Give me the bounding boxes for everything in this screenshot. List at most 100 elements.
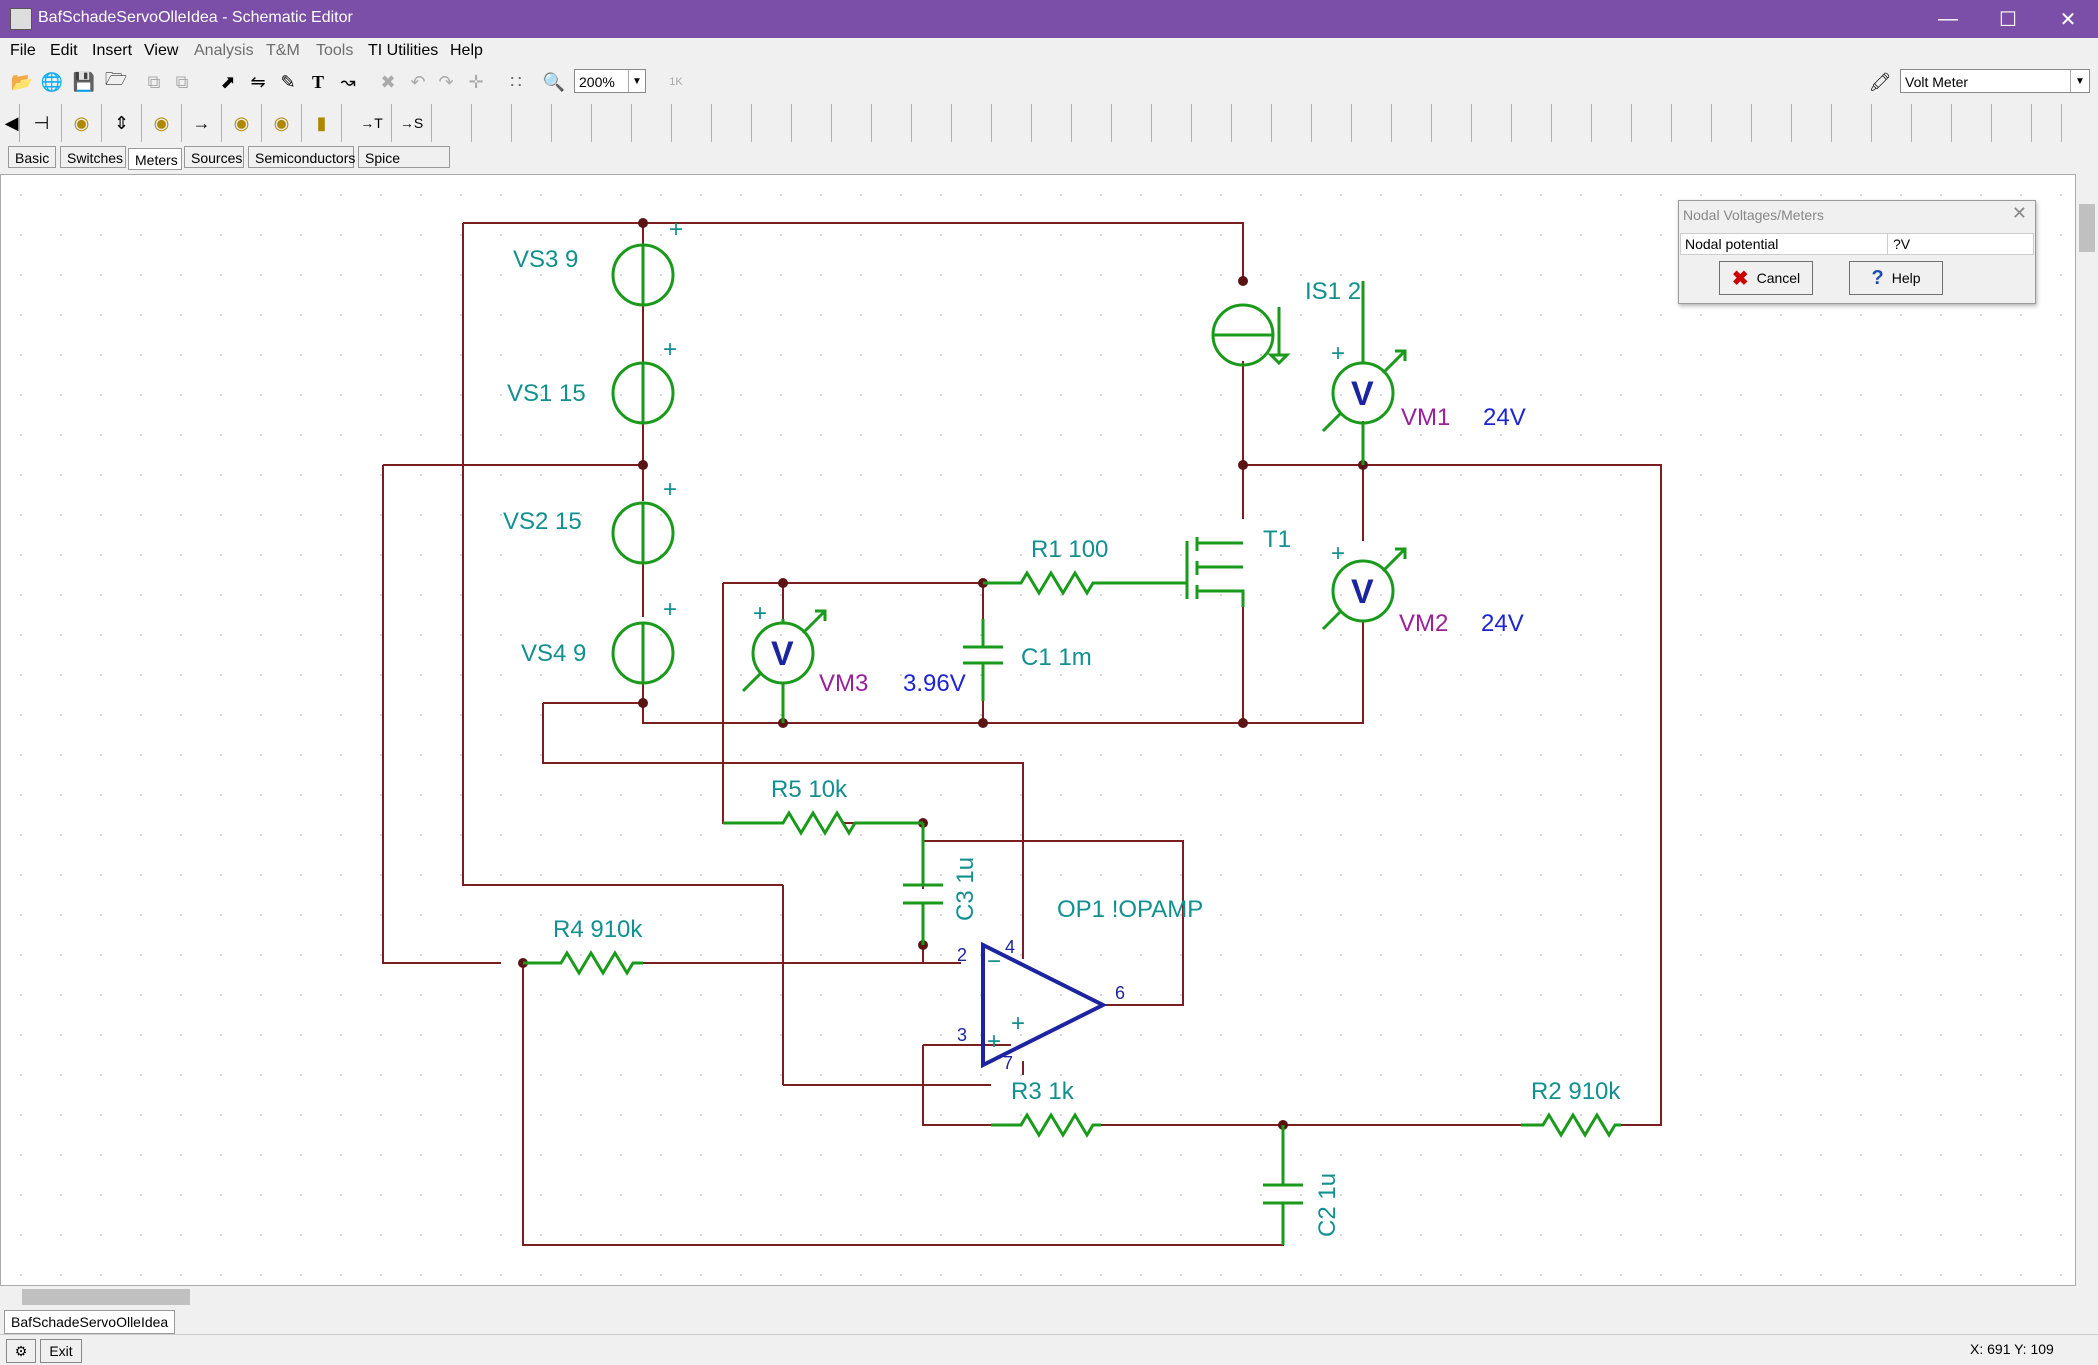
switch-icon[interactable]: ⇕ [102, 104, 142, 142]
meter-place-icon[interactable]: 🖍 [1868, 71, 1892, 92]
palette-empty-slot[interactable] [912, 104, 952, 142]
tab-semiconductors[interactable]: Semiconductors [248, 146, 355, 168]
menu-ti-utilities[interactable]: TI Utilities [368, 42, 439, 59]
palette-empty-slot[interactable] [1712, 104, 1752, 142]
palette-empty-slot[interactable] [1832, 104, 1872, 142]
wattmeter-icon[interactable]: ◉ [222, 104, 262, 142]
palette-empty-slot[interactable] [1112, 104, 1152, 142]
palette-empty-slot[interactable] [872, 104, 912, 142]
palette-empty-slot[interactable] [1632, 104, 1672, 142]
palette-empty-slot[interactable] [632, 104, 672, 142]
vertical-scrollbar[interactable] [2076, 174, 2098, 1286]
tab-switches[interactable]: Switches [60, 146, 126, 168]
copy-icon[interactable]: ⧉ [147, 71, 161, 92]
text-tool-icon[interactable]: T [311, 71, 324, 92]
close-icon[interactable]: ✕ [2011, 203, 2027, 223]
paste-icon[interactable]: ⧉ [175, 71, 189, 92]
menu-view[interactable]: View [144, 42, 179, 59]
ground-icon[interactable]: ⊣ [22, 104, 62, 142]
voltage-arrow-icon[interactable]: → [182, 104, 222, 142]
palette-empty-slot[interactable] [1152, 104, 1192, 142]
menu-insert[interactable]: Insert [92, 42, 133, 59]
nodal-potential-value[interactable]: ?V [1893, 236, 1911, 252]
exit-button[interactable]: Exit [40, 1339, 82, 1363]
web-icon[interactable]: 🌐 [40, 71, 64, 92]
menu-edit[interactable]: Edit [50, 42, 78, 59]
palette-scroll-left-icon[interactable]: ◀ [4, 104, 20, 142]
palette-empty-slot[interactable] [592, 104, 632, 142]
ammeter-pin-icon[interactable]: ◉ [142, 104, 182, 142]
palette-empty-slot[interactable] [1472, 104, 1512, 142]
palette-empty-slot[interactable] [1992, 104, 2032, 142]
palette-empty-slot[interactable] [1312, 104, 1352, 142]
palette-empty-slot[interactable] [952, 104, 992, 142]
palette-empty-slot[interactable] [512, 104, 552, 142]
wire-tool-icon[interactable]: ↝ [340, 71, 356, 92]
horizontal-scroll-thumb[interactable] [22, 1289, 190, 1305]
open-folder-icon[interactable]: 📂 [10, 71, 34, 92]
delete-icon[interactable]: ✖ [380, 71, 396, 92]
meter-type-select[interactable]: Volt Meter▼ [1900, 69, 2090, 93]
maximize-button[interactable]: ☐ [1999, 8, 2017, 31]
close-button[interactable]: ✕ [2059, 8, 2077, 31]
save-icon[interactable]: 💾 [72, 71, 96, 92]
palette-empty-slot[interactable] [1032, 104, 1072, 142]
junction-icon[interactable]: ✛ [468, 71, 484, 92]
palette-empty-slot[interactable] [672, 104, 712, 142]
palette-empty-slot[interactable] [1672, 104, 1712, 142]
pencil-icon[interactable]: ✎ [280, 71, 296, 92]
palette-empty-slot[interactable] [1512, 104, 1552, 142]
palette-empty-slot[interactable] [792, 104, 832, 142]
move-icon[interactable]: ⇋ [250, 71, 266, 92]
voltmeter-pin-icon[interactable]: ◉ [62, 104, 102, 142]
palette-empty-slot[interactable] [992, 104, 1032, 142]
palette-empty-slot[interactable] [1232, 104, 1272, 142]
horizontal-scrollbar[interactable] [0, 1286, 2076, 1308]
menu-help[interactable]: Help [450, 42, 483, 59]
palette-empty-slot[interactable] [1192, 104, 1232, 142]
palette-empty-slot[interactable] [1952, 104, 1992, 142]
frequency-icon[interactable]: 1K [669, 76, 683, 88]
to-t-icon[interactable]: →T [352, 104, 392, 142]
lamp-icon[interactable]: ◉ [262, 104, 302, 142]
palette-empty-slot[interactable] [1392, 104, 1432, 142]
palette-empty-slot[interactable] [1912, 104, 1952, 142]
tab-meters[interactable]: Meters [128, 148, 182, 170]
palette-empty-slot[interactable] [1552, 104, 1592, 142]
schematic-canvas[interactable]: + + + + VS3 9 VS1 15 VS2 15 VS4 9 IS1 2 [0, 174, 2076, 1286]
zoom-select[interactable]: 200%▼ [574, 69, 646, 93]
palette-empty-slot[interactable] [1792, 104, 1832, 142]
palette-empty-slot[interactable] [1432, 104, 1472, 142]
to-s-icon[interactable]: →S [392, 104, 432, 142]
menu-tools[interactable]: Tools [316, 42, 354, 59]
tab-basic[interactable]: Basic [8, 146, 56, 168]
menu-file[interactable]: File [10, 42, 36, 59]
undo-icon[interactable]: ↶ [410, 71, 426, 92]
tab-sources[interactable]: Sources [184, 146, 244, 168]
menu-analysis[interactable]: Analysis [194, 42, 254, 59]
palette-empty-slot[interactable] [712, 104, 752, 142]
palette-empty-slot[interactable] [1752, 104, 1792, 142]
open-file-icon[interactable]: 🗁 [104, 69, 128, 89]
cancel-button[interactable]: ✖ Cancel [1719, 261, 1813, 295]
palette-empty-slot[interactable] [472, 104, 512, 142]
tab-spice-macros[interactable]: Spice Macros [358, 146, 450, 188]
palette-empty-slot[interactable] [1592, 104, 1632, 142]
palette-scroll-right-icon[interactable] [2046, 104, 2062, 142]
help-button[interactable]: ? Help [1849, 261, 1943, 295]
settings-icon[interactable]: ⚙ [6, 1339, 36, 1363]
palette-empty-slot[interactable] [1352, 104, 1392, 142]
palette-empty-slot[interactable] [832, 104, 872, 142]
vertical-scroll-thumb[interactable] [2079, 204, 2095, 252]
palette-empty-slot[interactable] [1872, 104, 1912, 142]
palette-empty-slot[interactable] [1072, 104, 1112, 142]
redo-icon[interactable]: ↷ [438, 71, 454, 92]
palette-empty-slot[interactable] [1272, 104, 1312, 142]
zoom-icon[interactable]: 🔍 [542, 71, 566, 92]
speaker-icon[interactable]: ▮ [302, 104, 342, 142]
palette-empty-slot[interactable] [552, 104, 592, 142]
palette-empty-slot[interactable] [752, 104, 792, 142]
minimize-button[interactable]: — [1938, 7, 1958, 30]
doc-tab-schematic[interactable]: BafSchadeServoOlleIdea [4, 1310, 176, 1334]
palette-empty-slot[interactable] [432, 104, 472, 142]
